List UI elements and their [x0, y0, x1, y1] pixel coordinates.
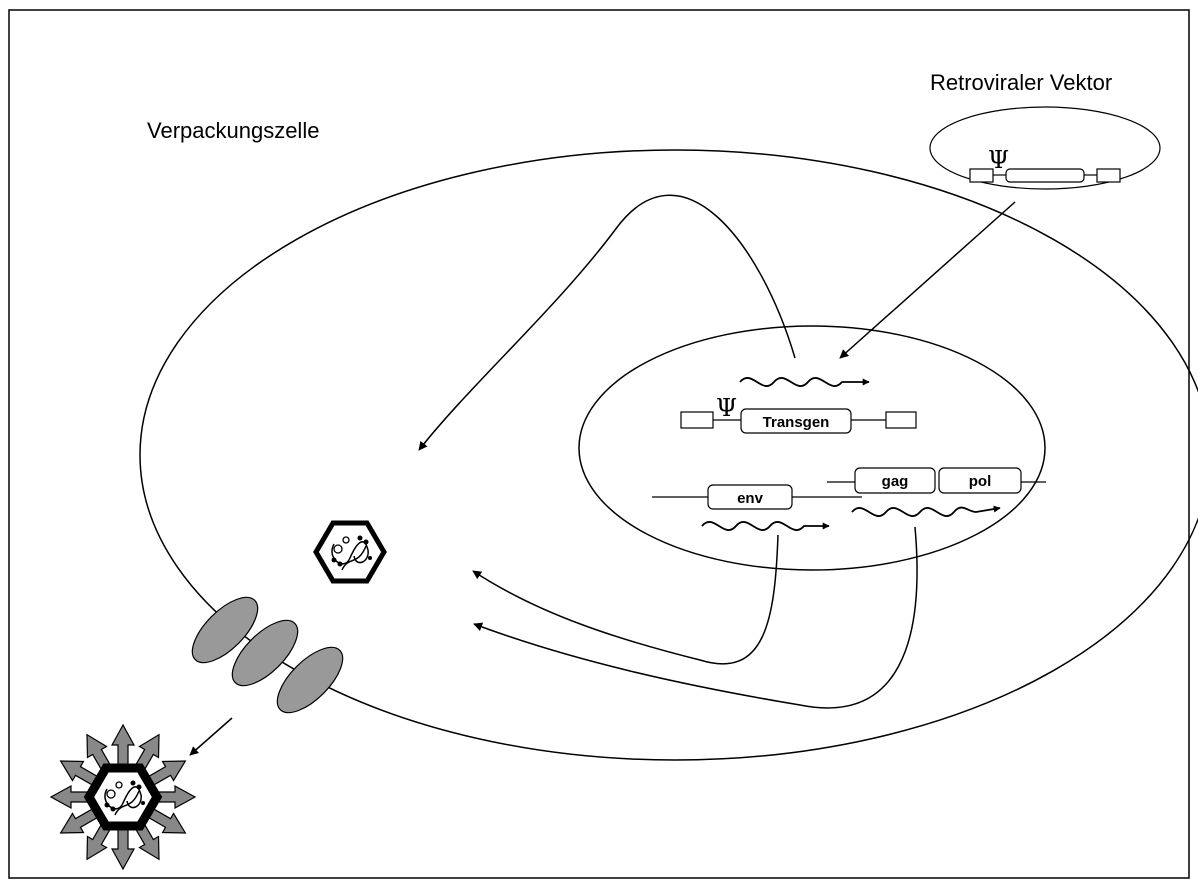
packaging-cell [139, 149, 1198, 761]
viral-rna-squiggle [331, 541, 369, 565]
gag-box [854, 467, 936, 494]
gag-label: gag [882, 473, 909, 490]
enzyme-dot-1 [333, 544, 343, 554]
arrow-virion-release [189, 717, 233, 756]
transgene-ltr-right [885, 411, 917, 429]
plasmid-ltr-right [1096, 168, 1121, 183]
virion-dot-7 [141, 801, 145, 805]
transgene-psi-symbol: Ψ [716, 394, 737, 422]
envelope-spike [110, 824, 136, 871]
virion-dot-5 [104, 802, 110, 808]
virion-dot-4 [136, 784, 142, 790]
plasmid-psi-symbol: Ψ [988, 146, 1009, 174]
pol-box [938, 467, 1022, 494]
enzyme-dot-5 [331, 557, 337, 563]
plasmid-ring [929, 106, 1161, 190]
enzyme-dot-7 [368, 556, 372, 560]
transgene-mrna [739, 377, 870, 387]
gagpol-mrna [851, 505, 1001, 517]
envelope-protein-2 [231, 619, 299, 687]
virion-dot-2 [115, 781, 123, 789]
membrane-envelope-proteins [191, 596, 344, 714]
plasmid-insert [1005, 168, 1085, 183]
pol-label: pol [969, 473, 992, 490]
cell-title: Verpackungszelle [147, 118, 319, 143]
assembling-particle-icon [313, 520, 387, 584]
arrow-transgene-export [418, 194, 796, 451]
released-virion-icon [49, 723, 197, 871]
virion-dot-1 [106, 789, 116, 799]
enzyme-dot-4 [363, 539, 369, 545]
transgen-label: Transgen [763, 414, 830, 431]
envelope-spike [110, 723, 136, 770]
capsid-hexagon [313, 520, 387, 584]
virion-rna-squiggle [104, 786, 142, 810]
envelope-protein-1 [191, 596, 259, 664]
envelope-protein-3 [276, 646, 344, 714]
transgene-ltr-left [680, 411, 714, 429]
enzyme-dot-6 [337, 561, 343, 567]
env-label: env [737, 490, 764, 507]
transgen-box [740, 408, 852, 434]
enzyme-dot-2 [342, 536, 350, 544]
arrow-vector-to-nucleus [839, 201, 1016, 359]
arrow-env-export [472, 534, 779, 665]
virion-dot-3 [130, 780, 136, 786]
env-mrna [701, 521, 830, 531]
env-construct: env [652, 484, 862, 531]
gag-pol-construct: gag pol [827, 467, 1046, 517]
enzyme-dot-3 [357, 535, 363, 541]
vector-title: Retroviraler Vektor [930, 70, 1112, 95]
nucleus [578, 325, 1046, 571]
viral-rna-squiggle-2 [341, 545, 367, 571]
transgene-construct: Ψ Transgen [680, 377, 917, 434]
figure-frame [8, 9, 1190, 879]
arrow-gagpol-export [473, 526, 918, 709]
virion-dot-6 [110, 806, 116, 812]
retroviral-vector-plasmid: Ψ [929, 106, 1161, 190]
virion-capsid [83, 763, 163, 831]
virion-rna-squiggle-2 [114, 790, 140, 816]
